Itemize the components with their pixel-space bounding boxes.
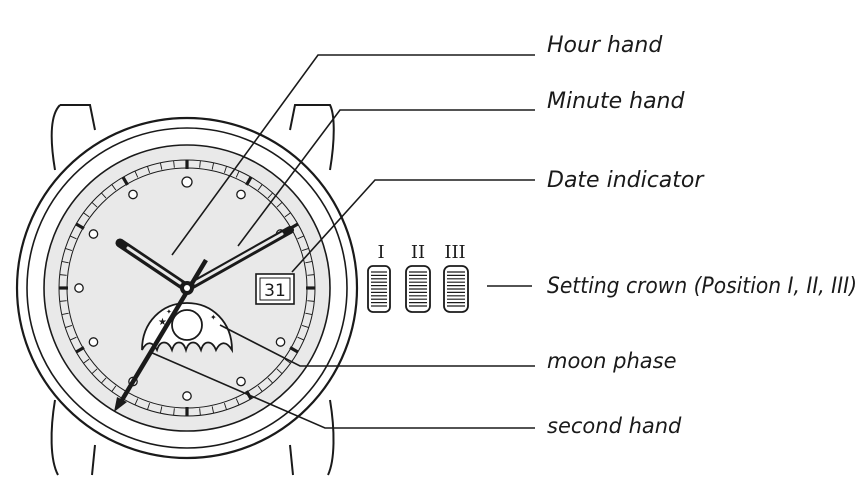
date-value: 31 <box>264 281 286 301</box>
hour-dot <box>88 337 99 347</box>
star-icon: ✦ <box>166 308 172 316</box>
hour-dot <box>128 189 138 200</box>
minute-tick <box>69 235 77 240</box>
minute-tick <box>297 235 305 240</box>
minute-tick <box>173 160 175 168</box>
watch-strap <box>50 104 335 476</box>
moon-phase-label: moon phase <box>547 349 677 373</box>
minute-tick <box>65 324 73 328</box>
minute-tick <box>61 260 69 264</box>
major-tick <box>75 346 85 354</box>
minute-tick <box>134 398 139 406</box>
minute-tick <box>301 248 309 252</box>
minute-tick <box>159 406 163 414</box>
minute-tick <box>111 385 117 392</box>
minute-tick <box>65 248 73 252</box>
watch-hands <box>114 226 294 412</box>
hour-dot <box>74 283 84 293</box>
major-tick <box>75 222 85 230</box>
minute-tick <box>305 260 313 264</box>
minute-tick <box>147 402 151 410</box>
minute-tick <box>134 170 139 178</box>
minute-tick <box>211 162 215 170</box>
hour-dot <box>88 229 99 239</box>
minute-tick <box>223 166 227 174</box>
minute-tick <box>297 336 305 341</box>
hour-dot <box>181 176 193 188</box>
minute-tick <box>307 300 315 302</box>
minute-tick <box>101 377 107 384</box>
minute-tick <box>257 184 263 191</box>
setting-crown-label: Setting crown (Position I, II, III) <box>547 274 857 299</box>
minute-tick <box>276 368 283 374</box>
moon-phase-aperture: ★ ✦ ✦ <box>141 302 233 354</box>
minute-tick <box>59 274 67 276</box>
crown-position-label: I <box>377 242 384 263</box>
date-indicator-leader <box>291 179 535 273</box>
hour-dot <box>182 391 192 401</box>
crown-position-3: III <box>443 242 469 313</box>
hour-hand-leader <box>171 54 535 256</box>
minute-tick <box>59 300 67 302</box>
crown-position-label: II <box>411 242 425 263</box>
hour-dot <box>275 337 286 347</box>
hour-dot <box>236 376 246 387</box>
minute-tick <box>159 162 163 170</box>
date-window: 31 <box>255 273 295 305</box>
minute-tick <box>83 358 90 364</box>
second-hand-tip <box>114 397 127 412</box>
moon-phase-leader <box>219 324 535 367</box>
minute-tick <box>69 336 77 341</box>
crown-position-label: III <box>444 242 465 263</box>
minute-tick <box>223 402 227 410</box>
minute-tick <box>111 184 117 191</box>
minute-tick <box>257 385 263 392</box>
minute-tick <box>235 398 240 406</box>
minute-tick <box>307 274 315 276</box>
minute-tick <box>267 192 273 199</box>
moon-icon <box>171 309 203 341</box>
minute-tick <box>301 324 309 328</box>
minute-tick <box>91 368 98 374</box>
minute-tick <box>211 406 215 414</box>
minute-tick <box>101 192 107 199</box>
minute-tick <box>83 212 90 218</box>
minute-tick <box>235 170 240 178</box>
major-tick <box>121 176 129 186</box>
major-tick <box>289 346 299 354</box>
hour-hand-label: Hour hand <box>547 33 663 58</box>
crown-position-1: I <box>367 242 391 313</box>
minute-tick <box>305 312 313 316</box>
hour-dot <box>236 189 246 200</box>
star-icon: ★ <box>158 317 167 328</box>
second-hand-leader <box>149 351 535 429</box>
callout-labels: Hour hand Minute hand Date indicator Set… <box>547 33 857 438</box>
star-icon: ✦ <box>210 313 217 322</box>
minute-tick <box>173 408 175 416</box>
minute-tick <box>61 312 69 316</box>
minute-tick <box>284 212 291 218</box>
crown-positions: I II III <box>367 242 469 313</box>
minute-tick <box>267 377 273 384</box>
minute-tick <box>276 202 283 208</box>
minute-tick <box>147 166 151 174</box>
date-indicator-label: Date indicator <box>547 168 705 193</box>
crown-position-2: II <box>405 242 431 313</box>
minute-tick <box>199 160 201 168</box>
callout-lines <box>149 54 535 429</box>
major-tick <box>245 176 253 186</box>
minute-tick <box>91 202 98 208</box>
minute-tick <box>284 358 291 364</box>
minute-tick <box>199 408 201 416</box>
second-hand-label: second hand <box>547 414 682 438</box>
minute-hand-label: Minute hand <box>547 89 686 114</box>
minute-hand-leader <box>237 109 535 247</box>
